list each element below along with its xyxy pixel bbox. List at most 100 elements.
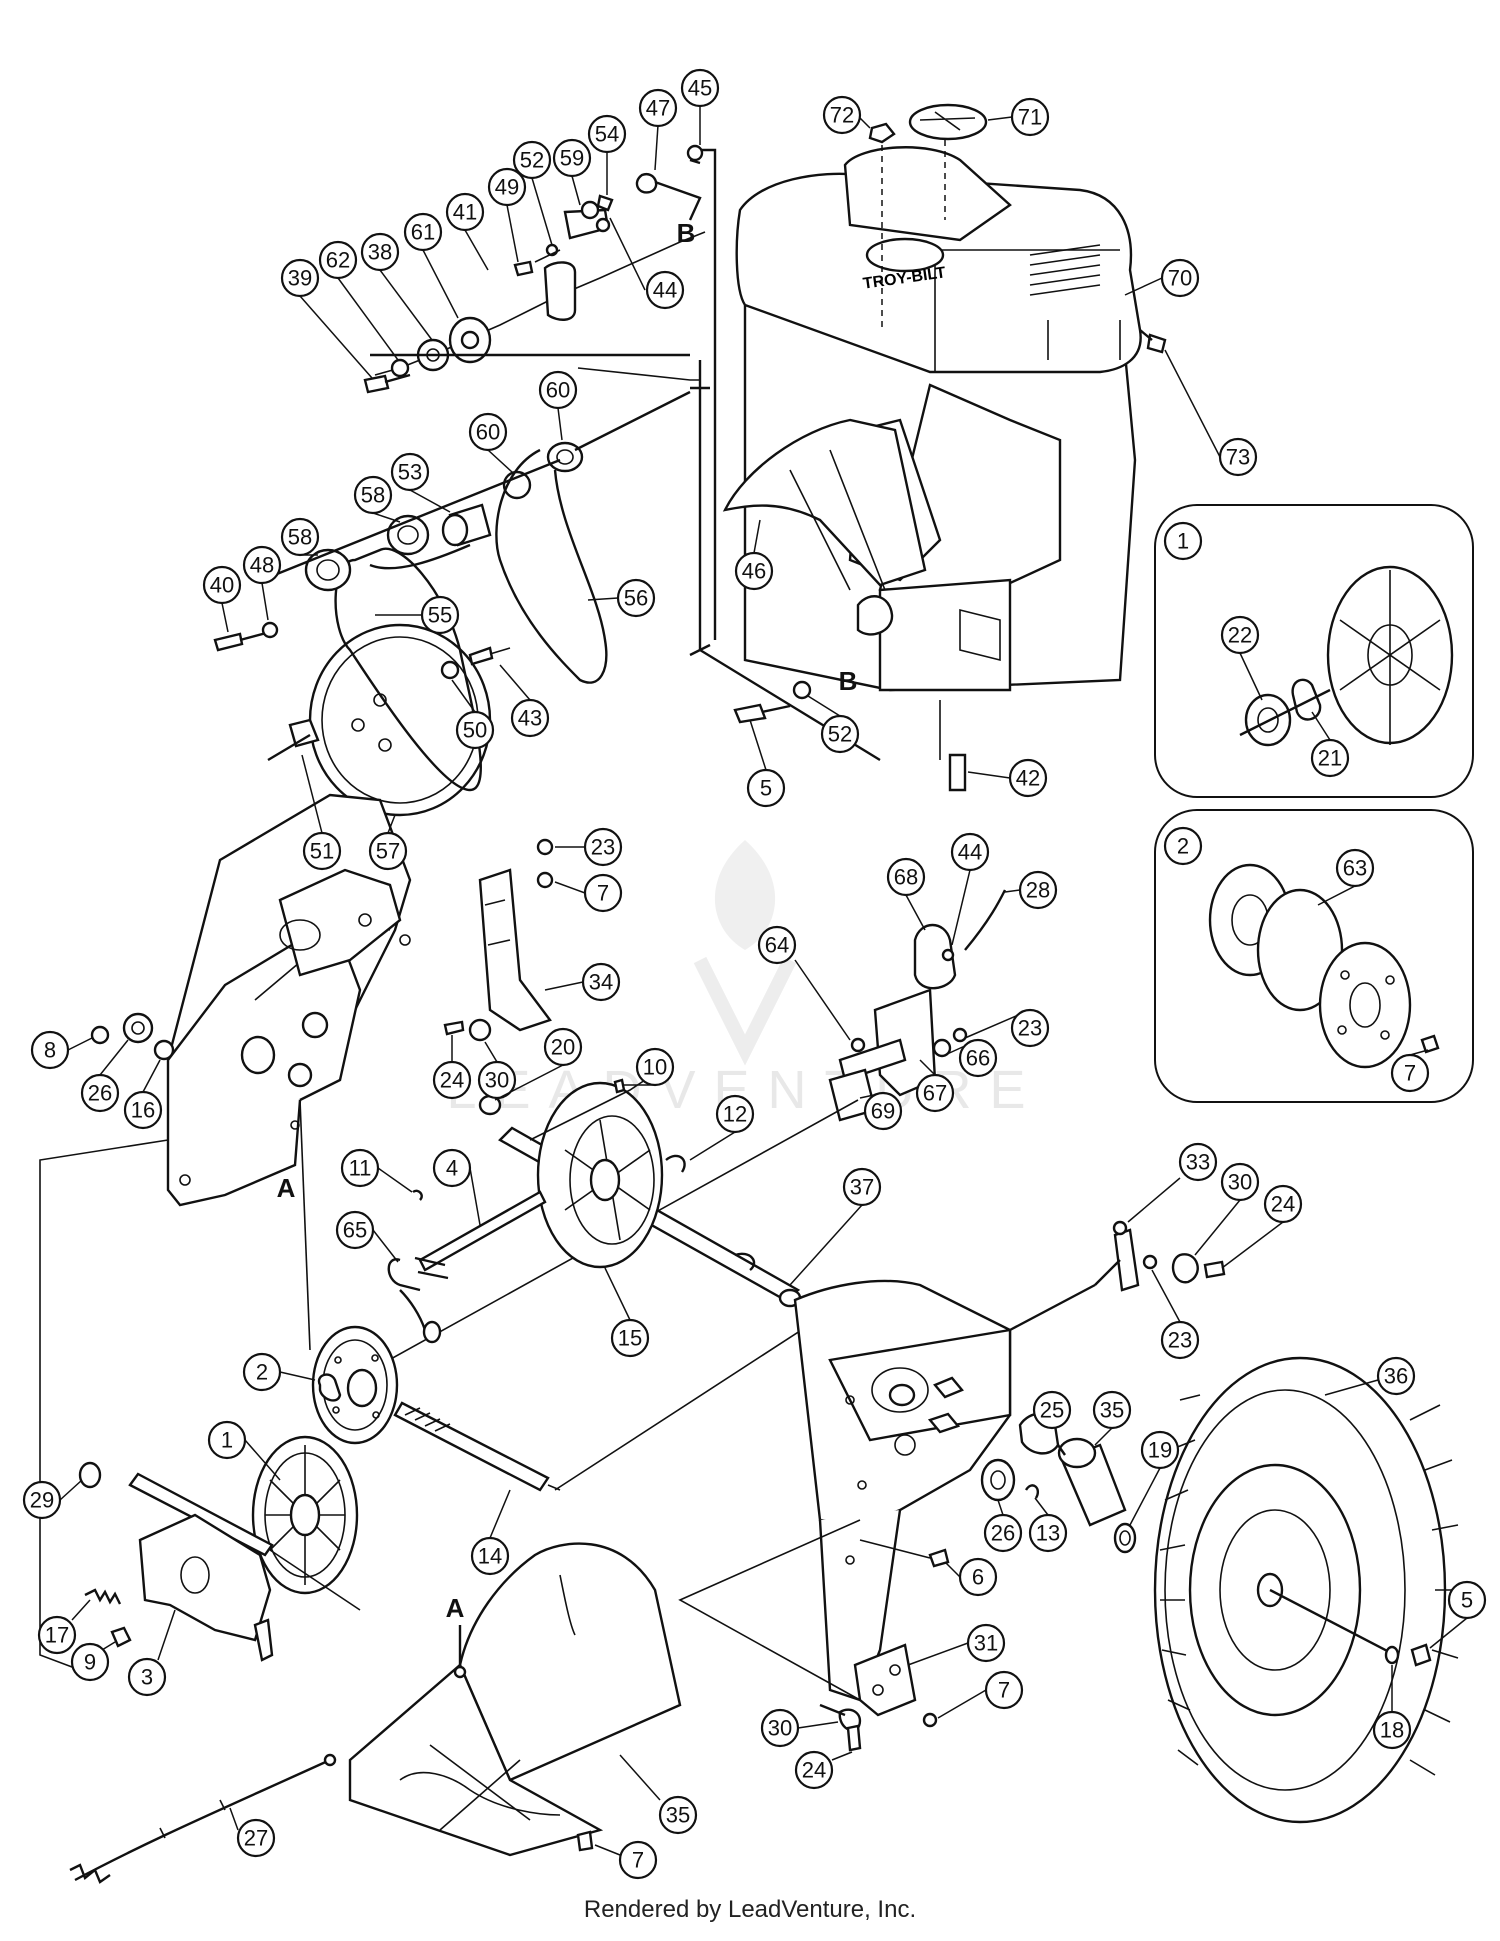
callout-40[interactable]: 39 [280, 258, 373, 379]
callout-10[interactable]: 10 [622, 1047, 675, 1087]
callout-25[interactable]: 25 [1032, 1390, 1072, 1430]
callout-54[interactable]: 53 [390, 452, 451, 513]
svg-text:25: 25 [1040, 1398, 1064, 1423]
callout-21[interactable]: 21 [1310, 711, 1350, 778]
svg-text:23: 23 [591, 835, 615, 860]
callout-12[interactable]: 12 [689, 1094, 755, 1161]
callout-61[interactable]: 59 [552, 138, 592, 206]
callout-46[interactable]: 45 [680, 68, 720, 145]
svg-text:61: 61 [411, 220, 435, 245]
callout-35[interactable]: 35 [619, 1754, 698, 1835]
callout-7-31[interactable]: 7 [937, 1670, 1024, 1719]
callout-23-top[interactable]: 23 [555, 827, 623, 867]
callout-7-inset[interactable]: 7 [1390, 1049, 1430, 1093]
callout-34[interactable]: 34 [544, 962, 621, 1002]
callout-16[interactable]: 16 [123, 1059, 163, 1130]
callout-4[interactable]: 4 [432, 1148, 481, 1226]
callout-15[interactable]: 15 [604, 1267, 650, 1358]
callout-26-right[interactable]: 26 [983, 1499, 1023, 1553]
callout-30-right[interactable]: 30 [1194, 1162, 1260, 1256]
callout-5-engine[interactable]: 5 [746, 719, 786, 808]
callout-27[interactable]: 27 [229, 1807, 276, 1858]
callout-37[interactable]: 35 [1092, 1390, 1132, 1446]
callout-24-31[interactable]: 24 [794, 1750, 853, 1790]
bracket-31-assembly [819, 1643, 938, 1752]
callout-38[interactable]: 37 [789, 1167, 882, 1286]
callout-19[interactable]: 19 [1129, 1430, 1180, 1526]
callout-66[interactable]: 65 [335, 1210, 399, 1263]
callout-31[interactable]: 31 [907, 1623, 1006, 1666]
callout-64[interactable]: 63 [1317, 848, 1375, 906]
callout-11[interactable]: 11 [340, 1148, 413, 1193]
callout-3[interactable]: 3 [127, 1609, 176, 1697]
callout-36[interactable]: 36 [1324, 1356, 1416, 1396]
callout-72[interactable]: 71 [987, 97, 1050, 137]
callout-8[interactable]: 8 [30, 1030, 93, 1070]
callout-57[interactable]: 56 [587, 578, 656, 618]
svg-text:4: 4 [446, 1156, 458, 1181]
svg-text:28: 28 [1026, 878, 1050, 903]
callout-47[interactable]: 46 [734, 519, 774, 591]
drive-pulley-belt-assembly [213, 353, 691, 817]
callout-13[interactable]: 13 [1028, 1497, 1068, 1553]
callout-26-left[interactable]: 26 [80, 1039, 129, 1113]
callout-14[interactable]: 14 [470, 1489, 511, 1576]
callout-6[interactable]: 6 [944, 1557, 998, 1597]
callout-73[interactable]: 72 [822, 95, 871, 135]
callout-23-shift[interactable]: 23 [964, 1008, 1050, 1048]
svg-text:58: 58 [361, 483, 385, 508]
callout-30-31[interactable]: 30 [760, 1708, 839, 1748]
callout-1[interactable]: 1 [207, 1420, 281, 1481]
callout-22[interactable]: 22 [1220, 615, 1263, 701]
callout-20[interactable]: 20 [494, 1027, 583, 1101]
callout-24-right[interactable]: 24 [1221, 1184, 1303, 1269]
svg-text:57: 57 [376, 839, 400, 864]
callout-70[interactable]: 69 [859, 1091, 903, 1131]
callout-inset-2[interactable]: 2 [1163, 826, 1203, 866]
callout-9[interactable]: 9 [70, 1641, 116, 1682]
callout-7-bracket[interactable]: 7 [554, 873, 623, 913]
callout-67[interactable]: 66 [944, 1038, 998, 1078]
callout-49[interactable]: 48 [242, 545, 282, 621]
callout-30-bracket[interactable]: 30 [477, 1041, 517, 1100]
callout-68[interactable]: 67 [915, 1059, 955, 1113]
callout-63[interactable]: 62 [318, 240, 399, 361]
callout-58[interactable]: 57 [368, 814, 408, 871]
callout-53-engine[interactable]: 52 [807, 695, 860, 754]
callout-48[interactable]: 47 [638, 88, 678, 171]
callout-59-left[interactable]: 58 [280, 517, 320, 557]
callout-62[interactable]: 61 [403, 212, 459, 319]
callout-2[interactable]: 2 [242, 1352, 316, 1392]
callout-71[interactable]: 70 [1124, 258, 1200, 298]
svg-text:24: 24 [802, 1758, 826, 1783]
callout-60-left[interactable]: 60 [468, 412, 513, 473]
callout-44[interactable]: 43 [499, 664, 550, 738]
callout-45-top[interactable]: 44 [609, 217, 685, 310]
callout-56[interactable]: 55 [375, 595, 460, 635]
callout-74[interactable]: 73 [1164, 349, 1258, 477]
callout-51[interactable]: 50 [451, 679, 495, 750]
callout-5-wheel[interactable]: 5 [1429, 1580, 1487, 1649]
callout-65[interactable]: 64 [757, 925, 851, 1041]
callout-55[interactable]: 54 [587, 114, 627, 195]
callout-59-right[interactable]: 58 [353, 475, 401, 523]
callout-50[interactable]: 49 [487, 167, 527, 263]
callout-24-bracket[interactable]: 24 [432, 1035, 472, 1100]
callout-23-right[interactable]: 23 [1151, 1269, 1200, 1360]
callout-7-cover[interactable]: 7 [594, 1840, 658, 1880]
callout-18[interactable]: 18 [1372, 1665, 1412, 1750]
callout-69[interactable]: 68 [886, 857, 926, 931]
callout-28[interactable]: 28 [1004, 870, 1058, 910]
callout-60-right[interactable]: 60 [538, 370, 578, 441]
callout-53[interactable]: 52 [512, 140, 553, 246]
callout-41[interactable]: 40 [202, 565, 242, 633]
callout-17[interactable]: 17 [37, 1599, 91, 1655]
callout-33[interactable]: 33 [1127, 1142, 1218, 1223]
callout-inset-1[interactable]: 1 [1163, 521, 1203, 561]
callout-45-shift[interactable]: 44 [950, 832, 990, 946]
callout-42[interactable]: 41 [445, 192, 489, 271]
callout-39[interactable]: 38 [360, 232, 433, 341]
callout-52[interactable]: 51 [301, 754, 342, 871]
callout-43[interactable]: 42 [967, 758, 1048, 798]
callout-29[interactable]: 29 [22, 1479, 83, 1520]
